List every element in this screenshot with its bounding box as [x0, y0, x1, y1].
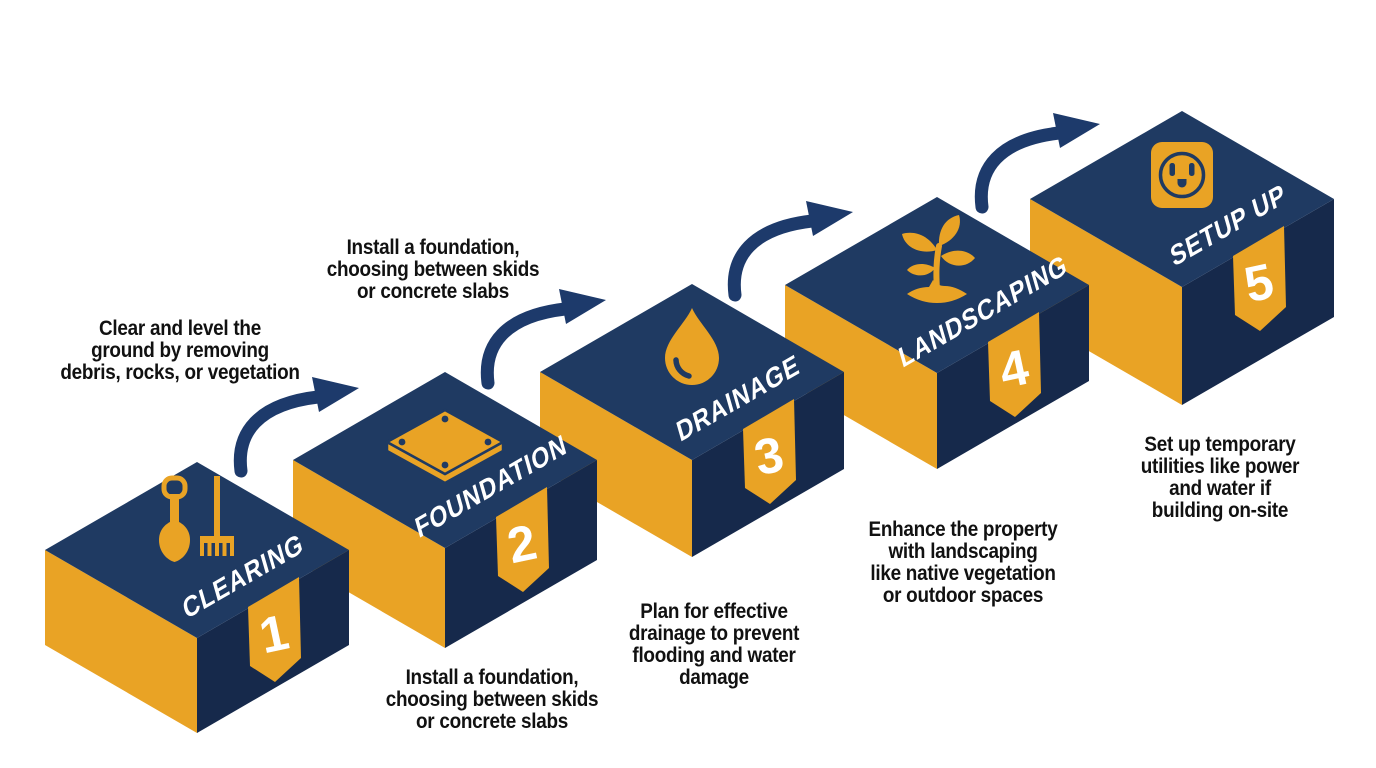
seedling-icon — [902, 215, 975, 303]
step-4-description: Enhance the property with landscaping li… — [868, 518, 1058, 607]
box-left-face — [1030, 199, 1182, 405]
arrowhead — [559, 289, 606, 324]
step-arrow-2 — [480, 289, 606, 390]
step-5-description: Set up temporary utilities like power an… — [1140, 433, 1300, 522]
step-3-description: Plan for effective drainage to prevent f… — [628, 600, 800, 689]
shovel-rake-icon — [159, 475, 234, 562]
box-left-face — [293, 460, 445, 648]
step-box-5: 5 SETUP UP — [1030, 111, 1334, 405]
arrowhead — [806, 201, 853, 236]
water-drop-icon — [665, 308, 719, 385]
step-box-4: 4 LANDSCAPING — [785, 197, 1089, 469]
step-number-pennant — [248, 577, 301, 682]
step-2-description-top: Install a foundation, choosing between s… — [326, 236, 540, 303]
foundation-slab-icon — [385, 408, 505, 485]
step-arrow-3 — [727, 201, 853, 302]
step-arrow-4 — [974, 113, 1100, 214]
box-left-face — [540, 372, 692, 557]
step-arrow-1 — [233, 377, 359, 478]
arrowhead — [312, 377, 359, 412]
step-box-1: 1 CLEARING — [45, 462, 349, 733]
step-number-pennant — [496, 487, 549, 592]
step-number-pennant — [1233, 226, 1286, 331]
step-1-description: Clear and level the ground by removing d… — [60, 317, 300, 384]
arrowhead — [1053, 113, 1100, 148]
step-2-description-bottom: Install a foundation, choosing between s… — [385, 666, 599, 733]
box-left-face — [785, 285, 937, 469]
step-number-pennant — [743, 399, 796, 504]
step-box-2: 2 FOUNDATION — [293, 372, 597, 648]
step-number-pennant — [988, 312, 1041, 417]
power-outlet-icon — [1151, 142, 1213, 208]
step-box-3: 3 DRAINAGE — [540, 284, 844, 557]
box-left-face — [45, 550, 197, 733]
